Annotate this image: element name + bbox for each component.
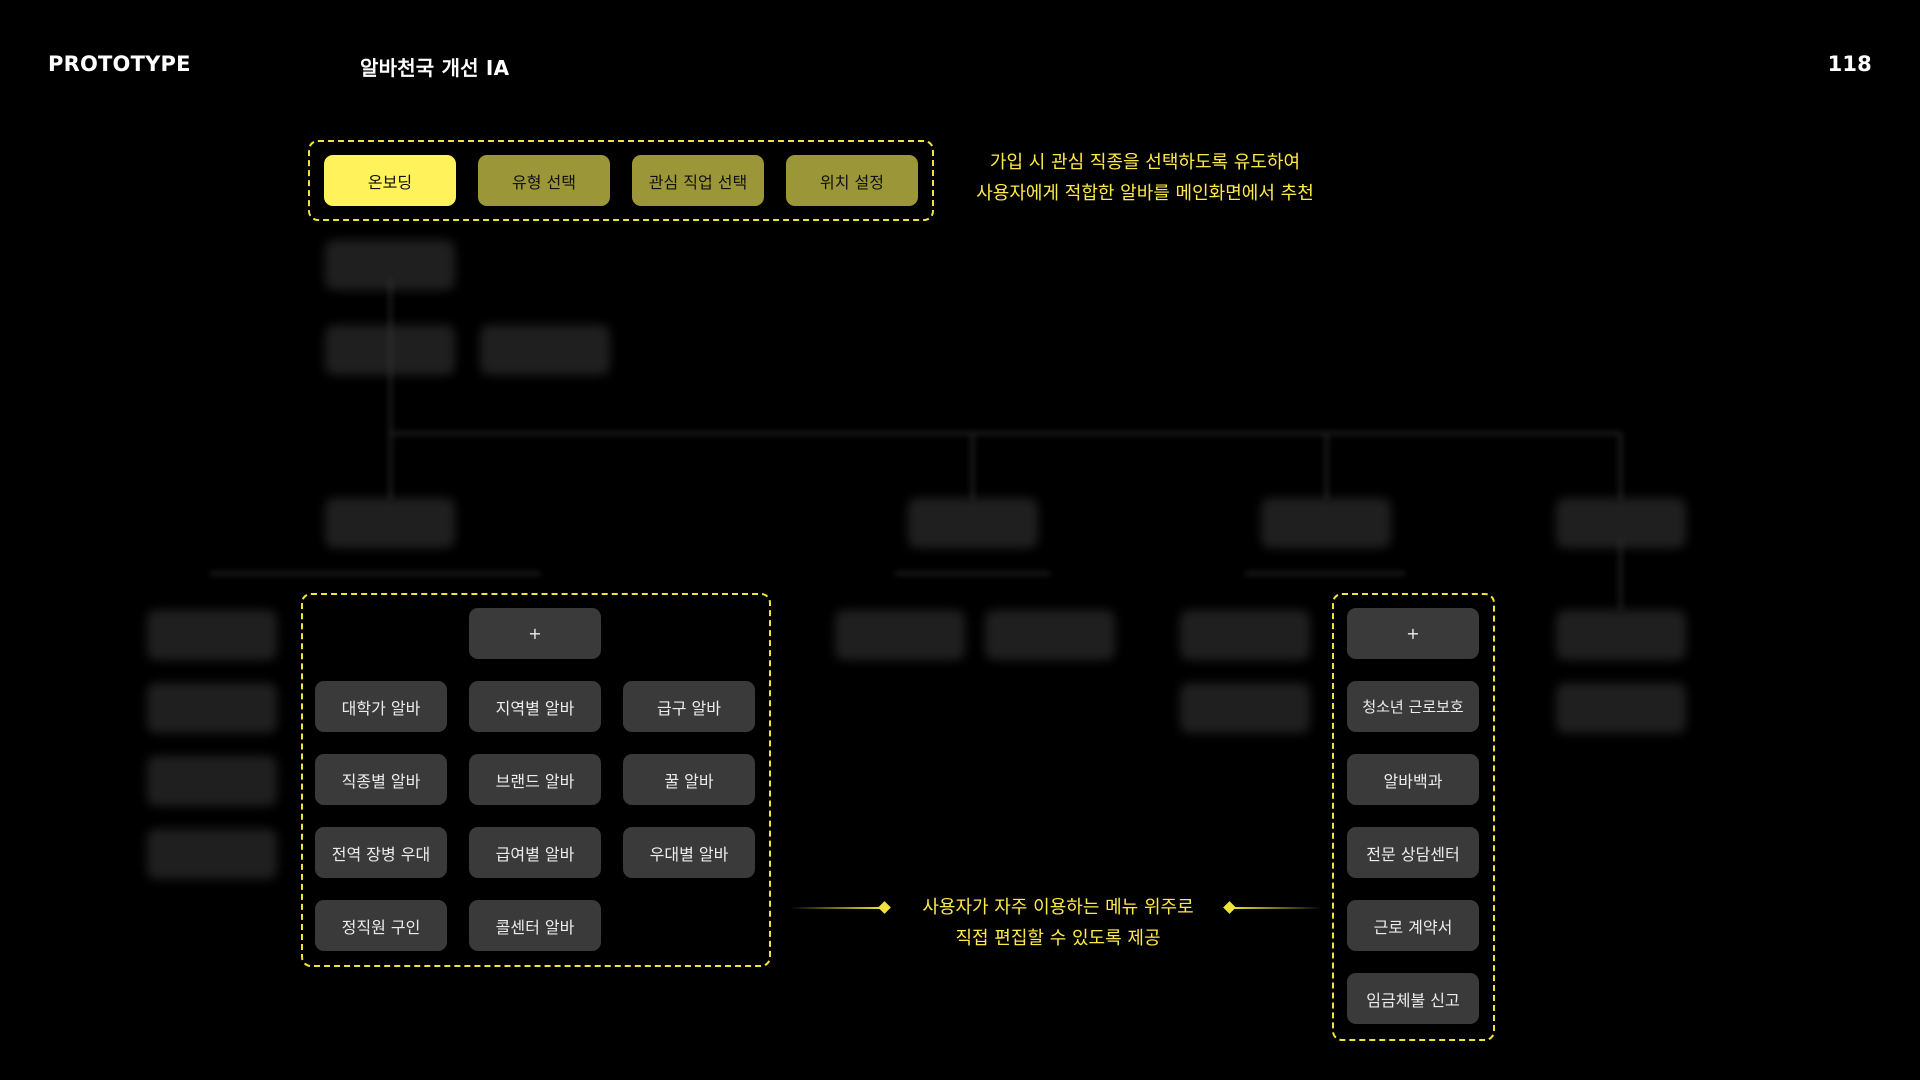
tree-line bbox=[971, 432, 974, 500]
note-line: 사용자에게 적합한 알바를 메인화면에서 추천 bbox=[976, 183, 1314, 204]
menu-item[interactable]: 임금체불 신고 bbox=[1347, 973, 1479, 1024]
tree-line bbox=[389, 280, 392, 500]
blurred-node bbox=[147, 829, 277, 879]
menu-item[interactable]: 알바백과 bbox=[1347, 754, 1479, 805]
blurred-node bbox=[147, 610, 277, 660]
onboarding-group bbox=[308, 140, 934, 221]
blurred-node bbox=[480, 325, 610, 375]
blurred-node bbox=[1556, 498, 1686, 548]
blurred-node bbox=[325, 325, 455, 375]
menu-item[interactable]: 직종별 알바 bbox=[315, 754, 447, 805]
menu-item[interactable]: 근로 계약서 bbox=[1347, 900, 1479, 951]
blurred-node bbox=[835, 610, 965, 660]
tree-line bbox=[1325, 432, 1328, 500]
note-line: 사용자가 자주 이용하는 메뉴 위주로 bbox=[922, 897, 1194, 918]
blurred-node bbox=[1261, 498, 1391, 548]
support-menu-group bbox=[1332, 593, 1495, 1041]
menu-item[interactable]: 급구 알바 bbox=[623, 681, 755, 732]
menu-item[interactable]: 꿀 알바 bbox=[623, 754, 755, 805]
onboarding-step[interactable]: 유형 선택 bbox=[478, 155, 610, 206]
prototype-label: PROTOTYPE bbox=[48, 52, 191, 76]
blurred-node bbox=[147, 756, 277, 806]
menu-item[interactable]: 대학가 알바 bbox=[315, 681, 447, 732]
blurred-node bbox=[1556, 683, 1686, 733]
blurred-node bbox=[325, 498, 455, 548]
blurred-node bbox=[147, 683, 277, 733]
menu-item[interactable]: 전역 장병 우대 bbox=[315, 827, 447, 878]
note-line: 직접 편집할 수 있도록 제공 bbox=[955, 928, 1161, 949]
blurred-node bbox=[985, 610, 1115, 660]
add-menu-button[interactable]: + bbox=[469, 608, 601, 659]
tree-line bbox=[210, 572, 540, 575]
job-menu-group bbox=[301, 593, 771, 967]
onboarding-note: 가입 시 관심 직종을 선택하도록 유도하여 사용자에게 적합한 알바를 메인화… bbox=[960, 147, 1330, 209]
onboarding-step[interactable]: 관심 직업 선택 bbox=[632, 155, 764, 206]
tree-line bbox=[1619, 432, 1622, 500]
tree-line bbox=[895, 572, 1050, 575]
menu-item[interactable]: 정직원 구인 bbox=[315, 900, 447, 951]
onboarding-step[interactable]: 위치 설정 bbox=[786, 155, 918, 206]
blurred-node bbox=[908, 498, 1038, 548]
menu-item[interactable]: 전문 상담센터 bbox=[1347, 827, 1479, 878]
tree-line bbox=[1619, 540, 1622, 610]
menu-item[interactable]: 청소년 근로보호 bbox=[1347, 681, 1479, 732]
center-note: 사용자가 자주 이용하는 메뉴 위주로 직접 편집할 수 있도록 제공 bbox=[890, 892, 1226, 954]
blurred-node bbox=[1556, 610, 1686, 660]
tree-line bbox=[1245, 572, 1405, 575]
blurred-node bbox=[1180, 610, 1310, 660]
menu-item[interactable]: 콜센터 알바 bbox=[469, 900, 601, 951]
add-menu-button[interactable]: + bbox=[1347, 608, 1479, 659]
connector-line bbox=[790, 907, 882, 909]
tree-line bbox=[389, 432, 1621, 435]
page-number: 118 bbox=[1827, 52, 1872, 76]
page-title: 알바천국 개선 IA bbox=[360, 56, 510, 80]
blurred-node bbox=[1180, 683, 1310, 733]
onboarding-step[interactable]: 온보딩 bbox=[324, 155, 456, 206]
menu-item[interactable]: 우대별 알바 bbox=[623, 827, 755, 878]
note-line: 가입 시 관심 직종을 선택하도록 유도하여 bbox=[989, 152, 1301, 173]
blurred-node bbox=[325, 240, 455, 290]
menu-item[interactable]: 브랜드 알바 bbox=[469, 754, 601, 805]
menu-item[interactable]: 지역별 알바 bbox=[469, 681, 601, 732]
menu-item[interactable]: 급여별 알바 bbox=[469, 827, 601, 878]
connector-line bbox=[1232, 907, 1322, 909]
